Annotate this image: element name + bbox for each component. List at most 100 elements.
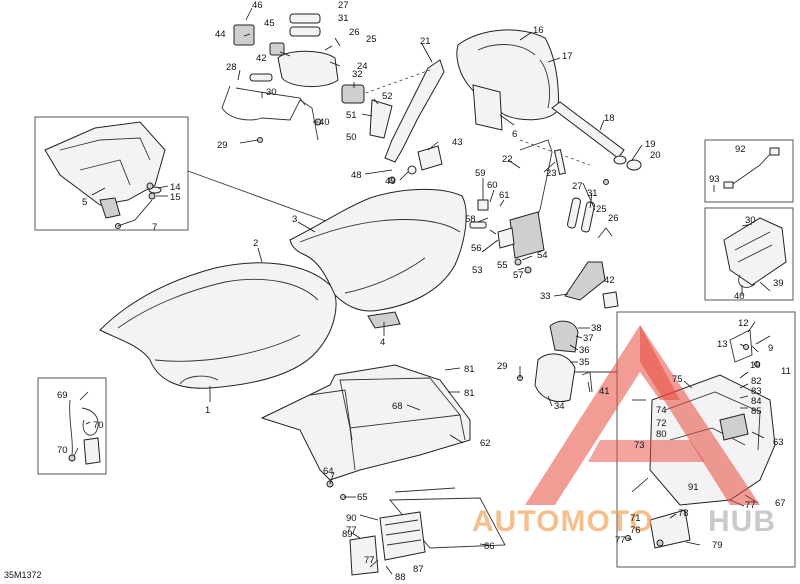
callout-61: 61 (499, 190, 510, 201)
callout-83: 83 (751, 386, 762, 397)
passenger-seat (289, 189, 467, 329)
callout-84: 84 (751, 396, 762, 407)
callout-88: 88 (395, 572, 406, 583)
callout-33: 33 (540, 291, 551, 302)
callout-39: 39 (773, 278, 784, 289)
callout-4: 4 (380, 337, 385, 348)
callout-77-bottom: 77 (364, 555, 375, 566)
callout-15: 15 (170, 192, 181, 203)
callout-50: 50 (346, 132, 357, 143)
callout-31-right: 31 (587, 188, 598, 199)
callout-70a: 70 (93, 420, 104, 431)
callout-85: 85 (751, 406, 762, 417)
callout-37: 37 (583, 333, 594, 344)
callout-42-top: 42 (256, 53, 267, 64)
callout-30-right: 30 (745, 215, 756, 226)
callout-44: 44 (215, 29, 226, 40)
callout-80: 80 (656, 429, 667, 440)
callout-93: 93 (709, 174, 720, 185)
callout-68: 68 (392, 401, 403, 412)
callout-49: 49 (385, 176, 396, 187)
ref-line-tray (187, 170, 346, 229)
latch-mechanism (469, 139, 567, 274)
callout-16: 16 (533, 25, 544, 36)
detail-frame-tool-tray (34, 116, 189, 231)
callout-1: 1 (205, 405, 210, 416)
callout-29-mid: 29 (497, 361, 508, 372)
callout-52: 52 (382, 91, 393, 102)
watermark-logo: AUTOMOTO HUB (472, 325, 775, 538)
callout-87: 87 (413, 564, 424, 575)
callout-58: 58 (465, 214, 476, 225)
detail-frame-heated-grip (704, 207, 794, 301)
callout-10: 10 (750, 360, 761, 371)
callout-67: 67 (775, 498, 786, 509)
callout-81b: 81 (464, 388, 475, 399)
callout-51: 51 (346, 110, 357, 121)
callout-29-top: 29 (217, 140, 228, 151)
callout-73: 73 (634, 440, 645, 451)
callout-17: 17 (562, 51, 573, 62)
callout-63: 63 (773, 437, 784, 448)
callout-3: 3 (292, 214, 297, 225)
callout-5: 5 (82, 197, 87, 208)
drawing-code: 35M1372 (4, 570, 42, 580)
grab-strap (233, 13, 393, 139)
callout-75: 75 (672, 374, 683, 385)
callout-78: 78 (678, 508, 689, 519)
callout-40-right: 40 (734, 291, 745, 302)
cover-plate (349, 511, 426, 576)
callout-82: 82 (751, 376, 762, 387)
driver-seat (99, 262, 337, 389)
callout-46: 46 (252, 0, 263, 11)
callout-34: 34 (554, 401, 565, 412)
callout-27-right: 27 (572, 181, 583, 192)
callout-42-right: 42 (604, 275, 615, 286)
callout-32: 32 (352, 69, 363, 80)
callout-36: 36 (579, 345, 590, 356)
callout-64: 64 (323, 466, 334, 477)
callout-19: 19 (645, 139, 656, 150)
callout-18: 18 (604, 113, 615, 124)
callout-45: 45 (264, 18, 275, 29)
connector-cable (713, 147, 780, 192)
hardware (115, 118, 760, 547)
callout-76: 76 (630, 525, 641, 536)
callout-22: 22 (502, 154, 513, 165)
tube-handle (221, 73, 319, 141)
callout-38: 38 (591, 323, 602, 334)
callout-12: 12 (738, 318, 749, 329)
callout-59: 59 (475, 168, 486, 179)
right-grips (564, 197, 619, 309)
callout-40-top: 40 (319, 117, 330, 128)
callout-69: 69 (57, 390, 68, 401)
callout-23: 23 (546, 168, 557, 179)
callout-21: 21 (420, 36, 431, 47)
callout-30-top: 30 (266, 87, 277, 98)
trim-piece (417, 145, 443, 171)
callout-31: 31 (338, 13, 349, 24)
wiring-harness (68, 399, 101, 465)
detail-frame-wiring (37, 377, 107, 475)
backrest-bar (519, 101, 642, 171)
callout-57: 57 (513, 270, 524, 281)
detail-frame-connector (704, 139, 794, 203)
callout-91: 91 (688, 482, 699, 493)
callout-60: 60 (487, 180, 498, 191)
callout-65: 65 (357, 492, 368, 503)
callout-90: 90 (346, 513, 357, 524)
callout-27: 27 (338, 0, 349, 11)
tool-tray (44, 121, 166, 219)
callout-25-right: 25 (596, 204, 607, 215)
callout-11: 11 (781, 366, 791, 377)
callout-labels: 1 2 3 4 5 6 7 14 15 16 17 18 19 20 21 22… (57, 0, 791, 583)
callout-35: 35 (579, 357, 590, 368)
callout-41: 41 (599, 386, 610, 397)
grip-module (723, 217, 787, 288)
callout-62: 62 (480, 438, 491, 449)
callout-86: 86 (484, 541, 495, 552)
watermark-text-part1: AUTOMOTO (472, 505, 654, 538)
callout-48: 48 (351, 170, 362, 181)
callout-72: 72 (656, 418, 667, 429)
